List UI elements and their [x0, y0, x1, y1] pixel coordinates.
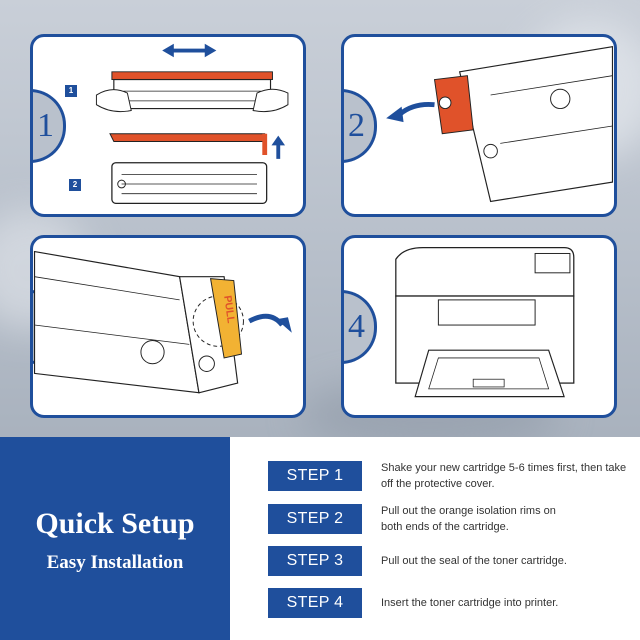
step-2-description: Pull out the orange isolation rims on bo… [381, 505, 556, 533]
step-3-description: Pull out the seal of the toner cartridge… [381, 555, 567, 567]
sub-step-badge: 1 [65, 85, 77, 97]
step-1-label: STEP 1 [268, 461, 362, 491]
steps-list: STEP 1 Shake your new cartridge 5-6 time… [230, 437, 640, 640]
panel-number: 4 [348, 307, 365, 345]
step-2-illustration-panel: 2 [341, 34, 617, 217]
step-3-label: STEP 3 [268, 546, 362, 576]
pull-seal-label: PULL [221, 295, 237, 325]
step-4-label: STEP 4 [268, 588, 362, 618]
step-2-label: STEP 2 [268, 504, 362, 534]
panel-number: 1 [37, 106, 54, 144]
arrow-up-icon [271, 135, 286, 159]
step-1-illustration-panel: 1 1 2 [30, 34, 306, 217]
step-4-illustration-panel: 4 [341, 235, 617, 418]
banner-title: Quick Setup [35, 507, 195, 540]
cartridge-cover-removal-drawing [95, 43, 289, 204]
banner-subtitle: Easy Installation [46, 552, 184, 573]
curved-arrow-right-icon [248, 313, 292, 333]
printer-drawing [395, 247, 575, 398]
sub-step-badge: 2 [69, 179, 81, 191]
toner-seal-removal-drawing: PULL [33, 250, 292, 394]
step-1-description: Shake your new cartridge 5-6 times first… [381, 462, 627, 490]
quick-setup-banner: Quick Setup Easy Installation [0, 437, 230, 640]
panel-number: 2 [348, 106, 365, 144]
double-arrow-icon [162, 43, 217, 58]
isolation-rim-removal-drawing [386, 45, 614, 203]
step-4-description: Insert the toner cartridge into printer. [381, 597, 559, 609]
curved-arrow-left-icon [386, 102, 435, 123]
step-3-illustration-panel: 3 PULL [30, 235, 306, 418]
